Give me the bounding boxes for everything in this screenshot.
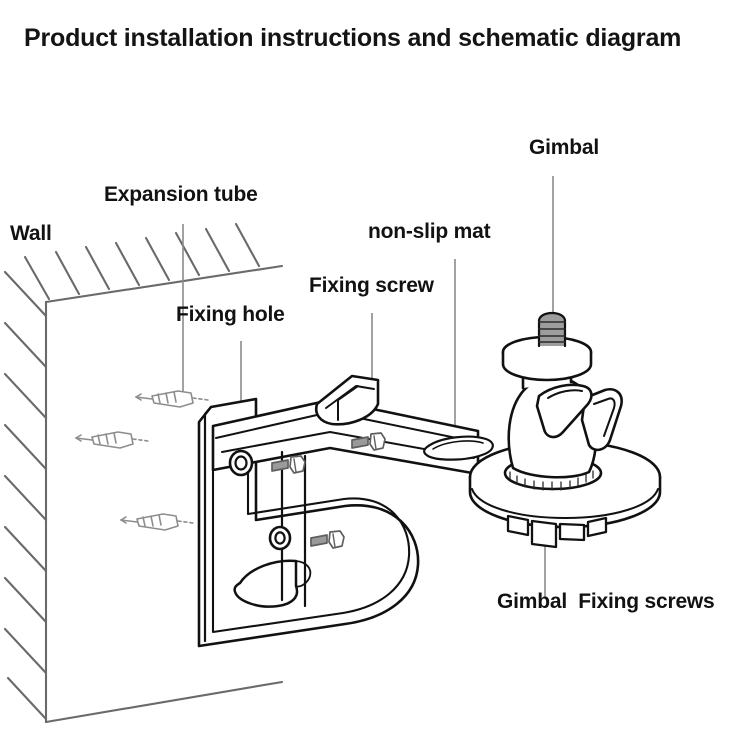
- wall-hatching-top: [23, 222, 261, 301]
- keyhole-cutout: [233, 559, 312, 608]
- wall-hatching-left: [3, 270, 48, 721]
- expansion-tube-1: [135, 390, 209, 408]
- callout-wall: Wall: [10, 222, 52, 245]
- expansion-tube-3: [120, 513, 194, 531]
- fixing-screw-lower: [310, 530, 345, 549]
- gimbal-locking-lever: [580, 388, 623, 452]
- gimbal-fixing-screw-tabs: [506, 514, 608, 549]
- fixing-hole-lower: [268, 525, 292, 551]
- fixing-screw-top: [351, 432, 386, 451]
- fixing-screw-middle: [271, 455, 306, 474]
- callout-non-slip-mat: non-slip mat: [368, 220, 491, 243]
- bracket-wall-plate-inner: [211, 420, 411, 634]
- callout-gimbal: Gimbal: [529, 136, 599, 159]
- gimbal-ball-head: [501, 311, 623, 491]
- wall-panel: [3, 222, 284, 724]
- bracket-top-lip: [203, 405, 213, 643]
- callout-gimbal-fixing-screws: Gimbal Fixing screws: [497, 590, 715, 613]
- gimbal-mount-disc: [501, 335, 593, 382]
- fixing-screws: [271, 432, 386, 549]
- fixing-holes: [228, 449, 292, 551]
- gimbal-threaded-stud: [537, 311, 567, 348]
- gimbal-tilt-channel: [535, 383, 593, 439]
- expansion-tube-2: [75, 431, 149, 449]
- expansion-tubes: [75, 390, 209, 531]
- arm-slot: [423, 435, 494, 461]
- page-title: Product installation instructions and sc…: [24, 24, 682, 52]
- callout-fixing-hole: Fixing hole: [176, 303, 285, 326]
- callout-expansion-tube: Expansion tube: [104, 183, 258, 206]
- fixing-hole-upper: [228, 449, 254, 477]
- bracket-assembly: [197, 374, 494, 648]
- callout-fixing-screw: Fixing screw: [309, 274, 434, 297]
